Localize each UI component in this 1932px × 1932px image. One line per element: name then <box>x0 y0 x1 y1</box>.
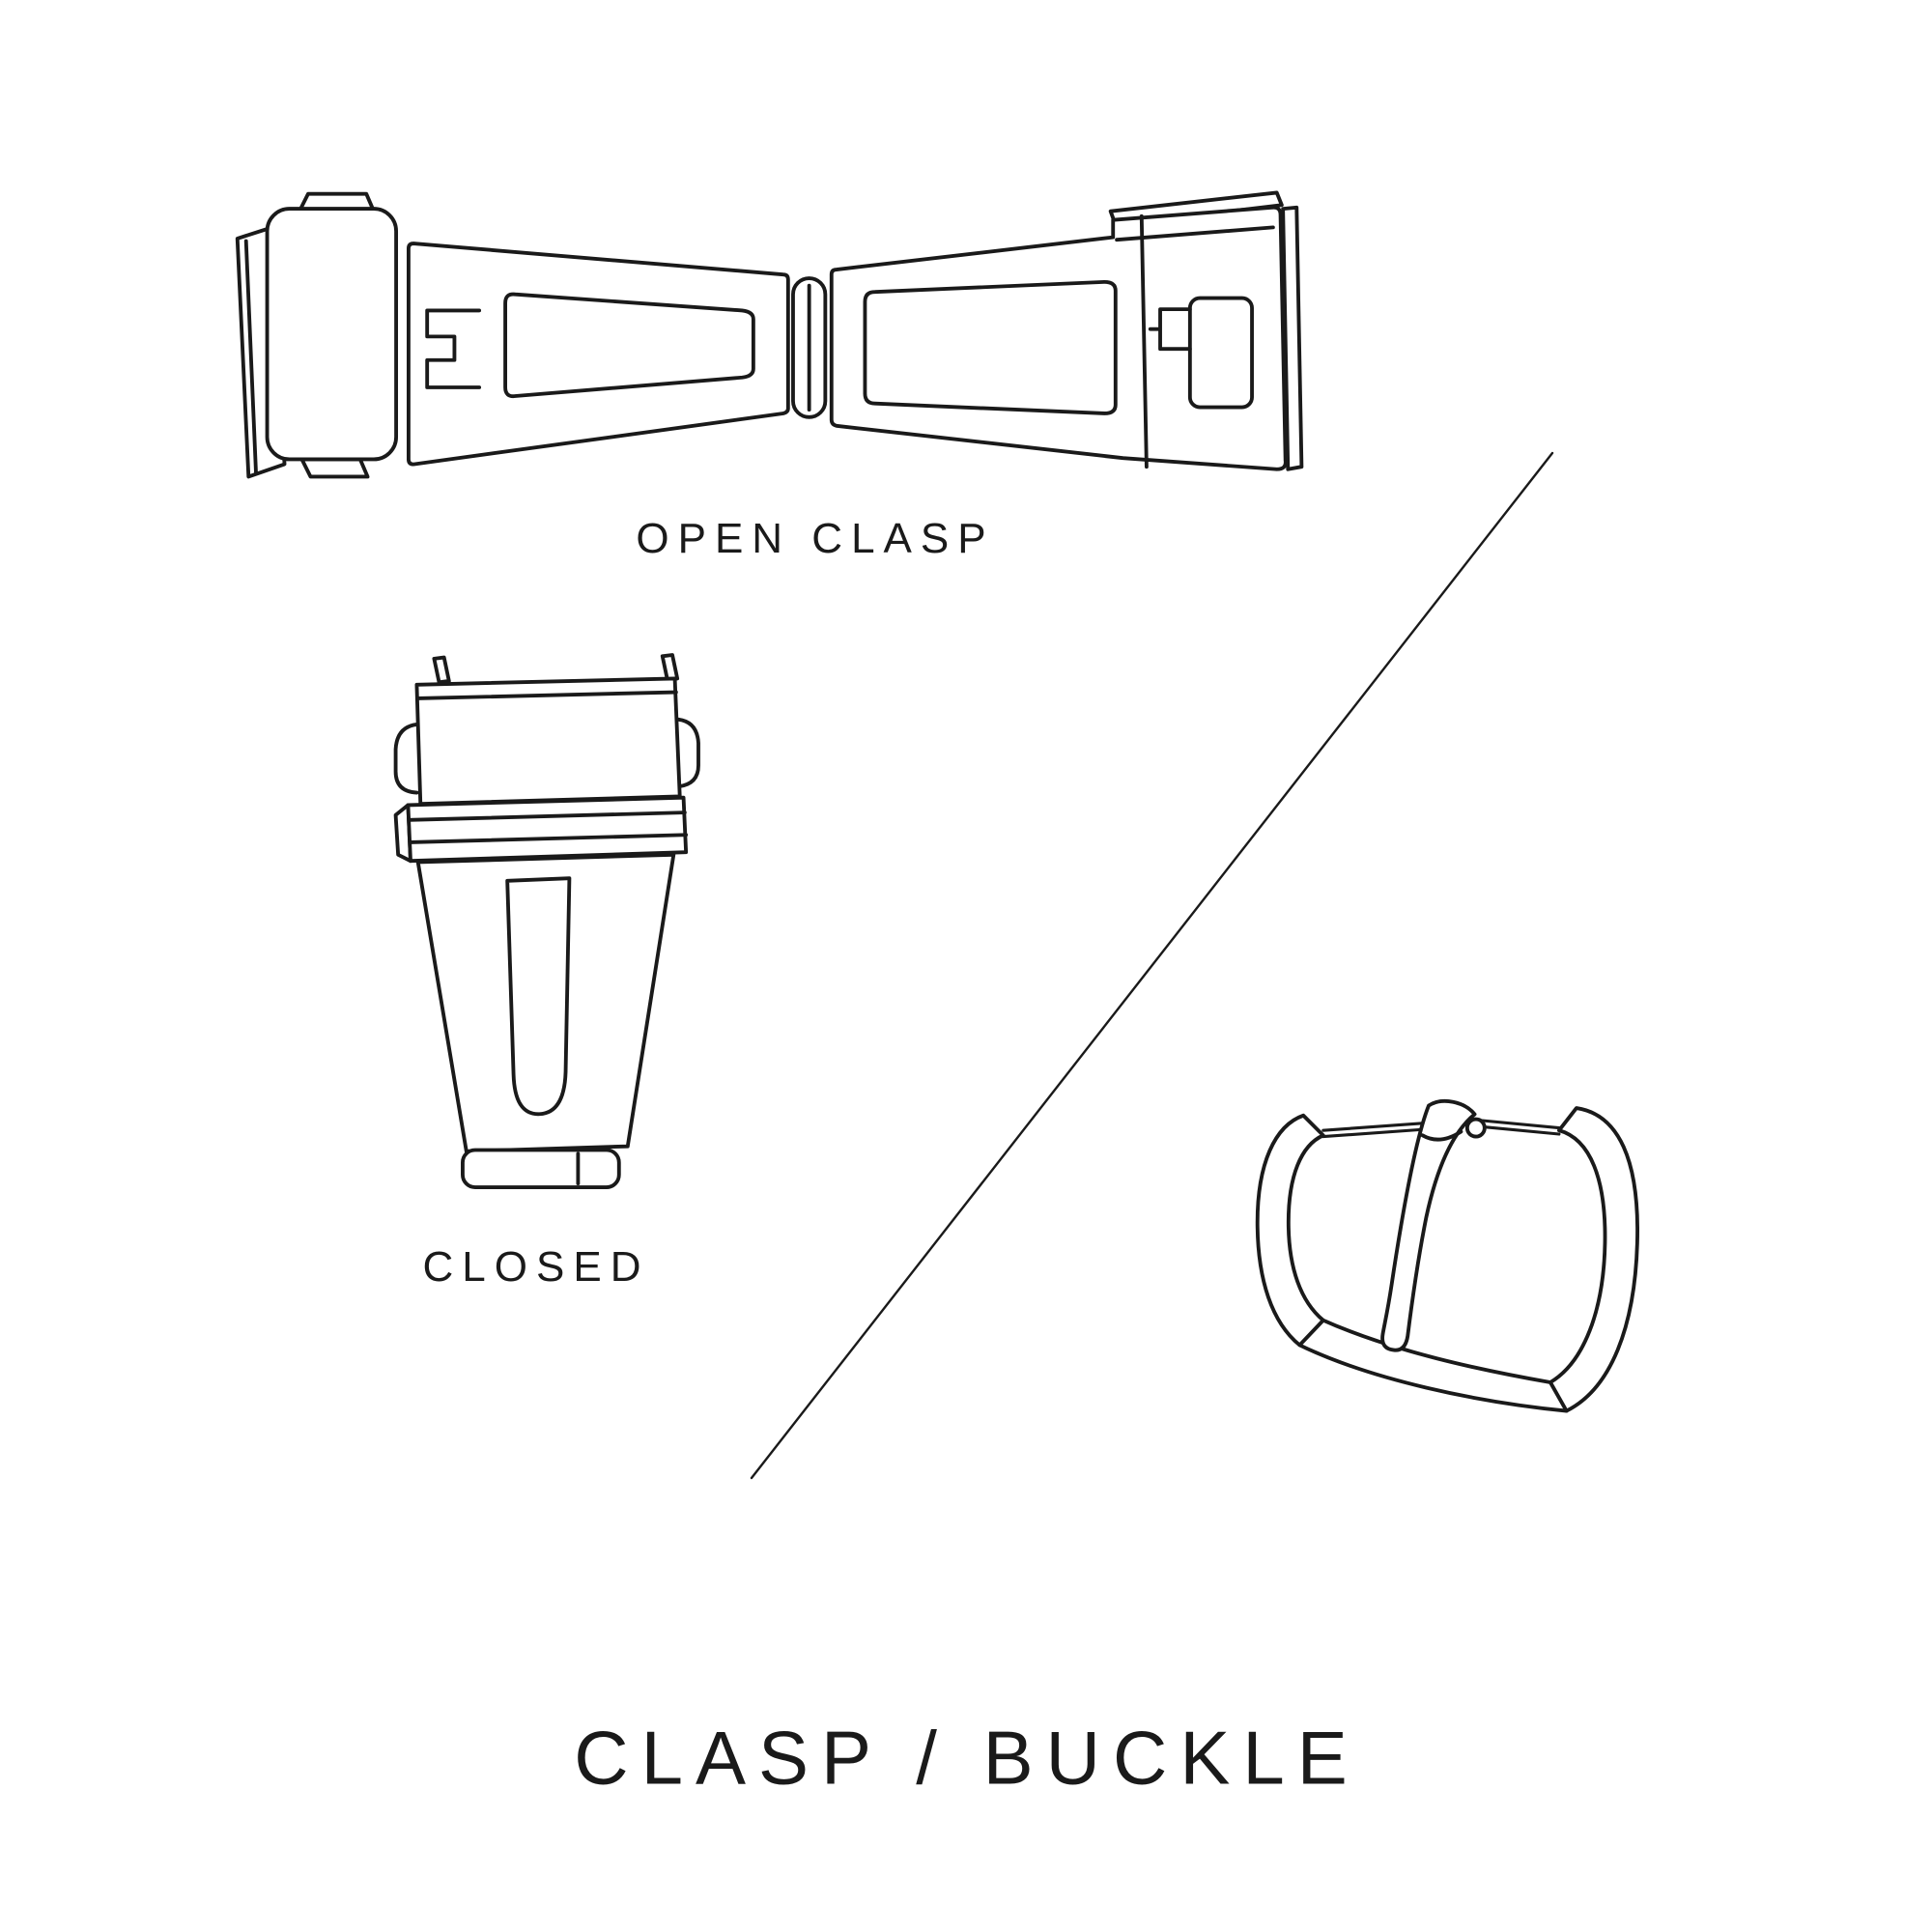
open-clasp-label: OPEN CLASP <box>636 515 995 562</box>
open-clasp-release-hook <box>425 308 482 389</box>
buckle-pin-coil <box>1464 1117 1487 1139</box>
buckle-illustration <box>1255 1099 1639 1413</box>
closed-clasp-band <box>393 795 689 864</box>
open-clasp-left-slot <box>503 292 755 399</box>
open-clasp-cover <box>265 191 399 479</box>
open-clasp-left-blade <box>406 242 790 467</box>
buckle-tongue <box>1380 1099 1477 1352</box>
buckle-frame <box>1255 1106 1639 1413</box>
closed-clasp-label: CLOSED <box>422 1243 650 1291</box>
buckle-bottom-bar <box>1297 1318 1569 1413</box>
buckle-right-band <box>1548 1106 1639 1413</box>
closed-clasp-prongs <box>432 653 680 685</box>
open-clasp-right-slot <box>863 279 1118 415</box>
open-clasp-right-blade <box>829 190 1304 471</box>
open-clasp-latch-hook <box>1148 307 1192 352</box>
diagram-title: CLASP / BUCKLE <box>574 1715 1360 1801</box>
closed-clasp-bottom-bar <box>461 1148 621 1189</box>
closed-clasp-body <box>415 852 676 1153</box>
buckle-spring-bar <box>1321 1117 1561 1139</box>
buckle-left-band <box>1255 1113 1325 1348</box>
closed-clasp-slot <box>505 876 572 1117</box>
closed-clasp-illustration <box>393 653 700 1189</box>
open-clasp-hinge <box>791 276 828 419</box>
open-clasp-illustration <box>235 190 1304 479</box>
open-clasp-latch <box>1187 296 1254 410</box>
